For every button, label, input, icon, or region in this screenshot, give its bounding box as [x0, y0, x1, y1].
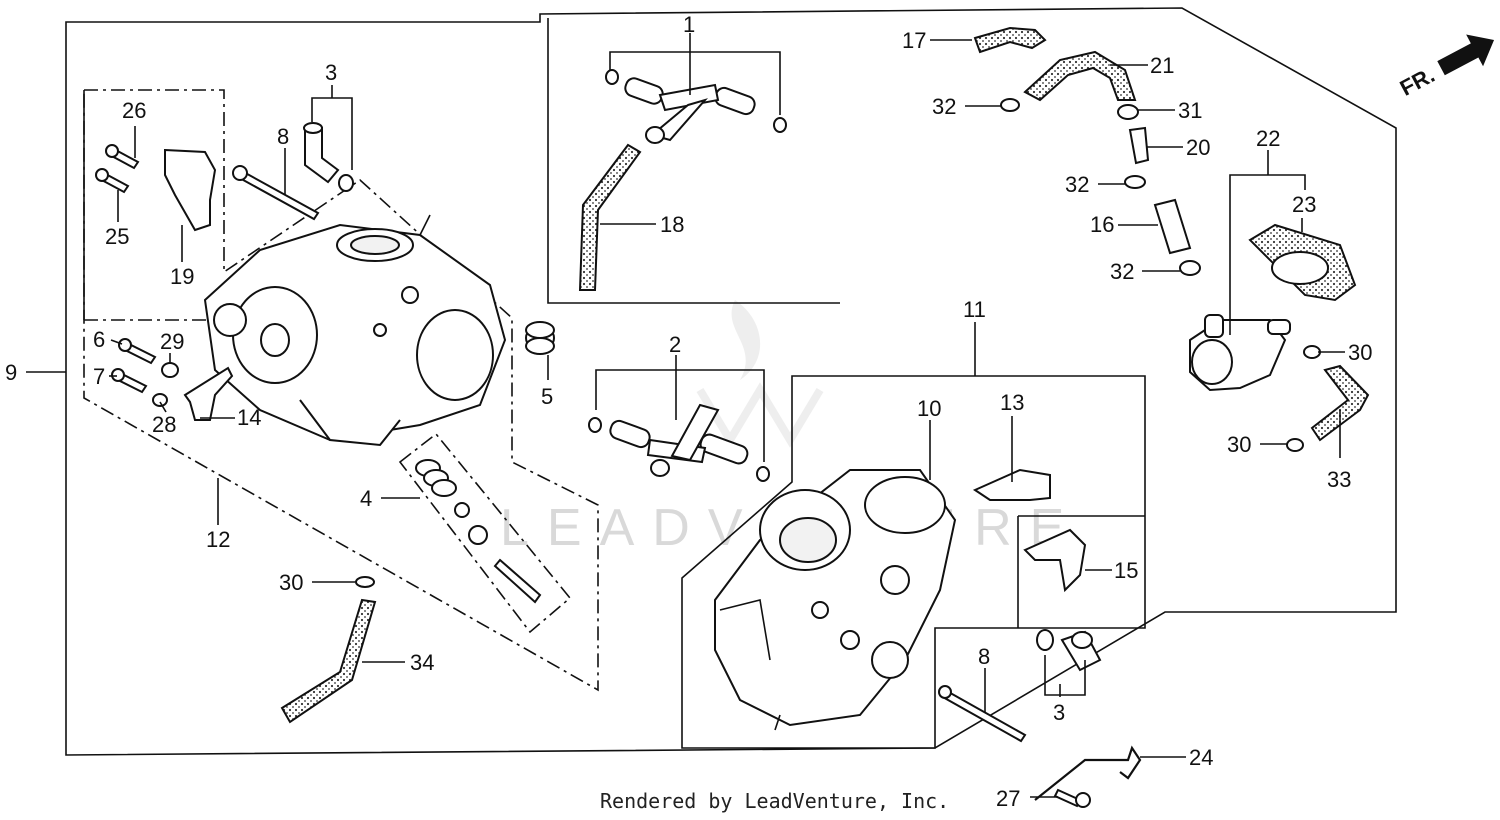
- callout-3-top: 3: [325, 60, 337, 85]
- callout-33: 33: [1327, 467, 1351, 492]
- callout-28: 28: [152, 412, 176, 437]
- callout-1: 1: [683, 12, 695, 37]
- callout-8-top: 8: [277, 124, 289, 149]
- callout-15: 15: [1114, 558, 1138, 583]
- part-5-spring: [525, 321, 555, 355]
- front-direction-arrow: FR.: [1396, 34, 1495, 101]
- part-16-tube: [1153, 198, 1192, 255]
- front-direction-label: FR.: [1396, 62, 1439, 101]
- callout-20: 20: [1186, 135, 1210, 160]
- callout-18: 18: [660, 212, 684, 237]
- part-6-bolt: [118, 338, 157, 365]
- group-box-4: [398, 432, 572, 634]
- part-20-joint: [1128, 126, 1150, 165]
- callout-19: 19: [170, 264, 194, 289]
- group-box-11: [681, 375, 1146, 749]
- part-15-bracket: [1023, 528, 1087, 593]
- callout-11: 11: [963, 297, 986, 322]
- part-29-washer: [161, 362, 179, 378]
- callout-30-right-bottom: 30: [1227, 432, 1251, 457]
- callout-3-bottom: 3: [1053, 700, 1065, 725]
- callout-27: 27: [996, 786, 1020, 811]
- callout-26: 26: [122, 98, 146, 123]
- callout-21: 21: [1150, 53, 1174, 78]
- part-13-bracket: [972, 468, 1051, 501]
- callout-32-b: 32: [1065, 172, 1089, 197]
- callout-25: 25: [105, 224, 129, 249]
- callout-5: 5: [541, 384, 553, 409]
- watermark-logo: [696, 300, 824, 448]
- part-32-clamp-a: [1000, 98, 1020, 112]
- group-box-1: [547, 18, 840, 304]
- part-2-t-joint: [588, 403, 770, 482]
- part-18-hose: [578, 143, 642, 291]
- callout-30-left: 30: [279, 570, 303, 595]
- part-24-wire-clip: [1034, 745, 1142, 801]
- part-30-clamp-right-top: [1303, 345, 1321, 359]
- part-34-hose: [280, 598, 377, 724]
- part-22-valve: [1189, 314, 1291, 392]
- callout-32-a: 32: [932, 94, 956, 119]
- assembly-boundary-9: [65, 7, 1397, 756]
- part-3-elbow-top: [303, 122, 354, 192]
- part-1-t-joint: [605, 69, 787, 144]
- callout-13: 13: [1000, 390, 1024, 415]
- part-8-screw-top: [232, 165, 320, 221]
- part-30-clamp-right-bottom: [1286, 438, 1304, 452]
- part-31-clamp: [1117, 104, 1139, 120]
- callout-17: 17: [902, 28, 926, 53]
- callout-10: 10: [917, 396, 941, 421]
- part-32-clamp-c: [1179, 260, 1201, 276]
- callout-7: 7: [93, 364, 105, 389]
- part-21-hose: [1023, 50, 1137, 102]
- part-17-hose: [973, 26, 1047, 54]
- part-4-needle-set: [415, 459, 542, 604]
- part-7-bolt: [111, 368, 148, 394]
- callout-2: 2: [669, 332, 681, 357]
- part-28-washer: [152, 393, 168, 407]
- part-25-bolt: [95, 168, 130, 194]
- credit-text: Rendered by LeadVenture, Inc.: [600, 789, 949, 813]
- part-26-bolt: [105, 144, 140, 170]
- part-14-bracket: [183, 366, 234, 421]
- assembly-boundary-12: [83, 89, 599, 692]
- callout-9: 9: [5, 360, 17, 385]
- callout-4: 4: [360, 486, 372, 511]
- callout-32-c: 32: [1110, 259, 1134, 284]
- part-3-elbow-bottom: [1036, 629, 1102, 672]
- callout-24: 24: [1189, 745, 1213, 770]
- callout-30-right-top: 30: [1348, 340, 1372, 365]
- callout-16: 16: [1090, 212, 1114, 237]
- callout-6: 6: [93, 327, 105, 352]
- part-23-insulator: [1248, 223, 1357, 302]
- callout-23: 23: [1292, 192, 1316, 217]
- part-30-clip-left: [355, 576, 375, 588]
- part-27-bolt: [1053, 788, 1091, 808]
- carburetor-right: [714, 469, 957, 731]
- callout-14: 14: [237, 405, 261, 430]
- leader-lines: [26, 33, 1345, 798]
- callout-12: 12: [206, 527, 230, 552]
- callout-8-bottom: 8: [978, 644, 990, 669]
- callout-34: 34: [410, 650, 434, 675]
- part-19-bracket: [164, 148, 217, 232]
- part-32-clamp-b: [1124, 175, 1146, 189]
- callout-22: 22: [1256, 126, 1280, 151]
- callout-31: 31: [1178, 98, 1202, 123]
- callout-29: 29: [160, 329, 184, 354]
- part-8-screw-bottom: [938, 685, 1027, 743]
- carburetor-left: [203, 214, 507, 447]
